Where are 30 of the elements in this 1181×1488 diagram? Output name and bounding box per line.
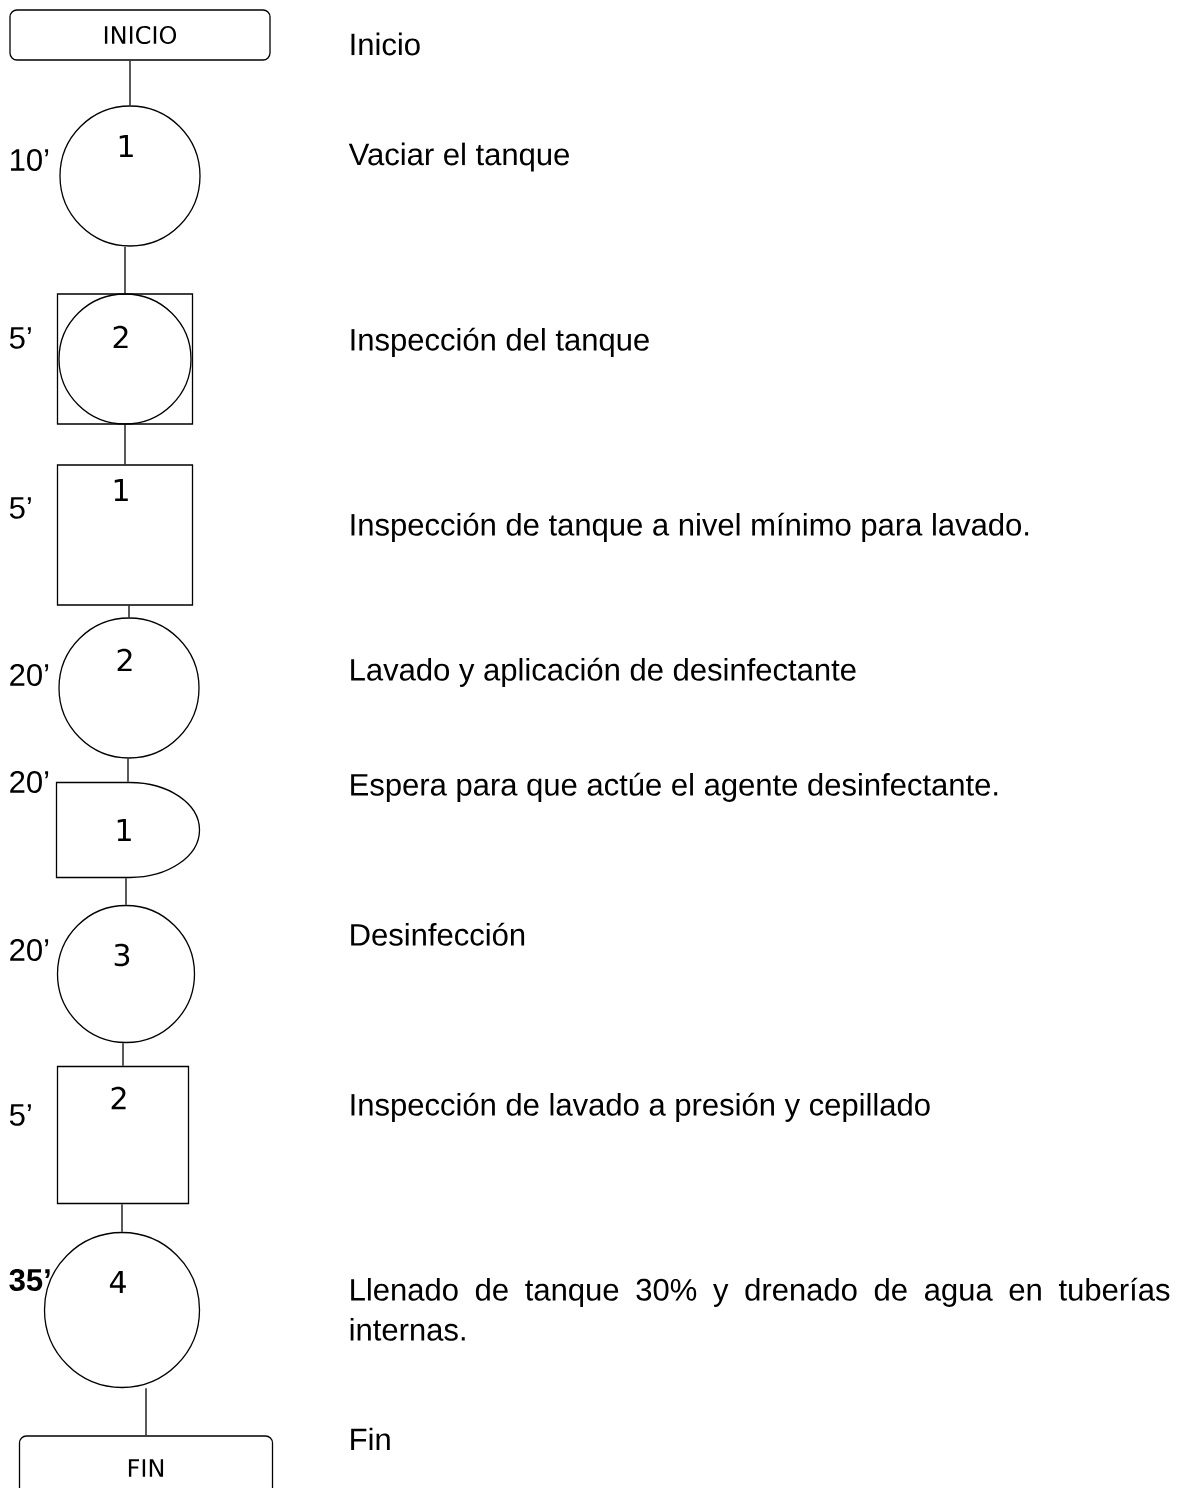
step-description: Espera para que actúe el agente desinfectante.: [351, 772, 998, 802]
step-description: Inicio: [351, 32, 420, 56]
step-description: Lavado y aplicación de desinfectante: [351, 657, 856, 687]
inspection-square: 2: [56, 1065, 190, 1205]
duration-label: 20’: [10, 771, 49, 793]
step-description: Llenado de tanque 30% y drenado de agua en tuberías internas.: [350, 1277, 1170, 1341]
step-description: Inspección de tanque a nivel mínimo para lavado.: [351, 512, 1029, 542]
connector-line: [125, 877, 127, 906]
step-description: Desinfección: [351, 922, 525, 946]
duration-label: 5’: [9, 1104, 31, 1126]
duration-label: 5’: [9, 327, 31, 349]
step-description: Fin: [351, 1427, 390, 1451]
inspection-square: 1: [56, 464, 194, 606]
duration-label: 10’: [11, 149, 49, 171]
duration-label: 20’: [10, 939, 49, 961]
connector-line: [127, 758, 129, 783]
terminal-box: FIN: [18, 1435, 274, 1488]
connector-line: [124, 424, 126, 465]
duration-label: 20’: [10, 664, 49, 686]
terminal-box: INICIO: [9, 9, 271, 61]
step-description: Inspección de lavado a presión y cepillado: [351, 1092, 930, 1122]
step-description: Inspección del tanque: [351, 327, 649, 357]
connector-line: [145, 1387, 147, 1436]
connector-line: [121, 1203, 123, 1233]
step-description: Vaciar el tanque: [348, 142, 569, 172]
connector-line: [129, 60, 131, 106]
connector-line: [122, 1042, 124, 1067]
connector-line: [128, 605, 130, 618]
connector-line: [124, 246, 126, 294]
duration-label: 5’: [9, 497, 31, 519]
